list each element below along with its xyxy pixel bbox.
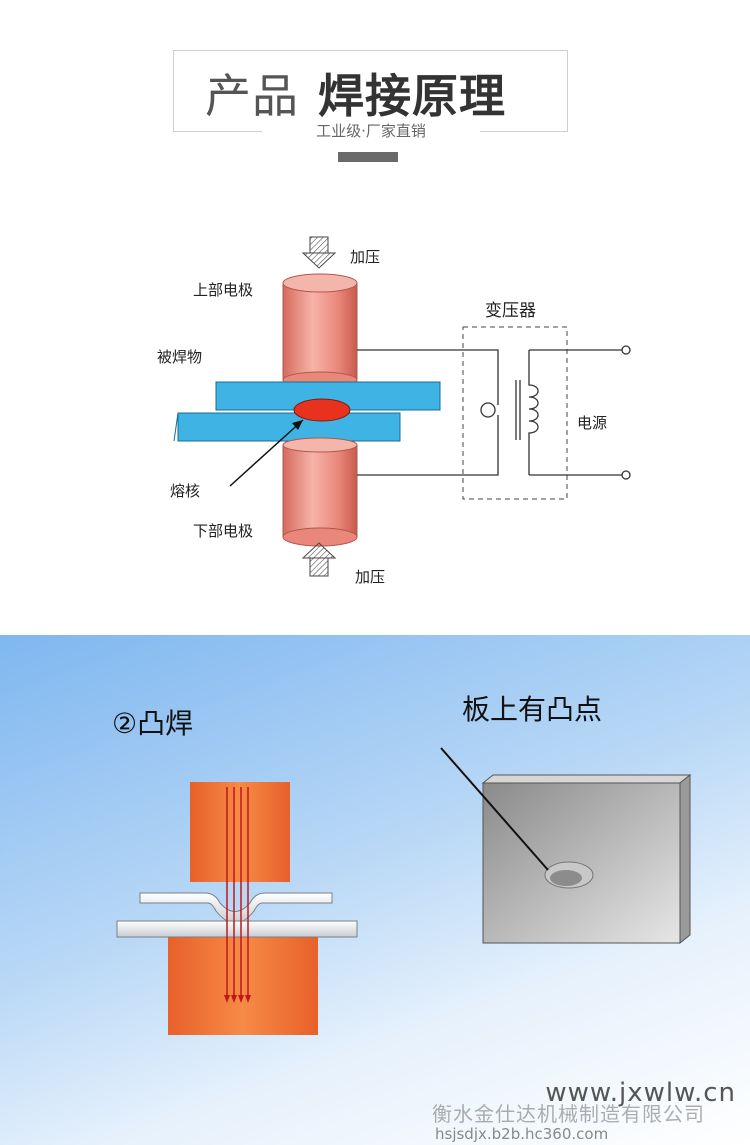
upper-copper-electrode [190,782,290,882]
subtitle: 工业级·厂家直销 [262,120,480,141]
upper-plate [139,892,333,924]
watermark-site: www.jxwlw.cn [545,1078,736,1108]
title-underline-bar [338,152,398,162]
label-transformer: 变压器 [485,301,536,321]
grey-plate-top-edge [481,774,692,784]
lower-electrode [282,437,358,547]
transformer-core [515,380,521,440]
grey-plate-face [482,782,681,944]
title-light: 产品 [205,69,299,123]
label-lower-electrode: 下部电极 [193,522,254,540]
label-upper-electrode: 上部电极 [193,281,254,299]
label-nugget: 熔核 [170,482,201,500]
projection-weld-diagram [116,747,692,1035]
label-power: 电源 [577,414,608,432]
press-arrow-top [301,236,337,269]
label-workpiece: 被焊物 [157,348,203,366]
plate-bump-shadow [550,870,582,886]
grey-plate-side-edge [679,773,691,945]
spot-weld-diagram [173,236,631,577]
label-projection-weld: ②凸焊 [112,707,194,740]
upper-electrode [282,273,358,389]
current-arrowheads [224,995,251,1003]
nugget-pointer-line [229,419,304,487]
transformer-coil [528,345,631,480]
transformer-box [462,326,568,500]
label-press-top: 加压 [350,248,381,266]
bump-pointer-line [440,747,549,871]
weld-nugget [293,398,351,422]
press-arrow-bottom [301,542,337,577]
watermark-source: hsjsdjx.b2b.hc360.com [435,1125,609,1143]
nugget-pointer-head [292,420,303,430]
circuit-wires [357,349,499,476]
label-plate-bump: 板上有凸点 [462,693,603,726]
lower-copper-electrode [168,935,318,1035]
current-arrows [226,787,249,997]
lower-plate [116,920,358,938]
label-press-bottom: 加压 [355,568,386,586]
title-bold: 焊接原理 [318,69,506,123]
watermark-company: 衡水金仕达机械制造有限公司 [432,1102,705,1126]
